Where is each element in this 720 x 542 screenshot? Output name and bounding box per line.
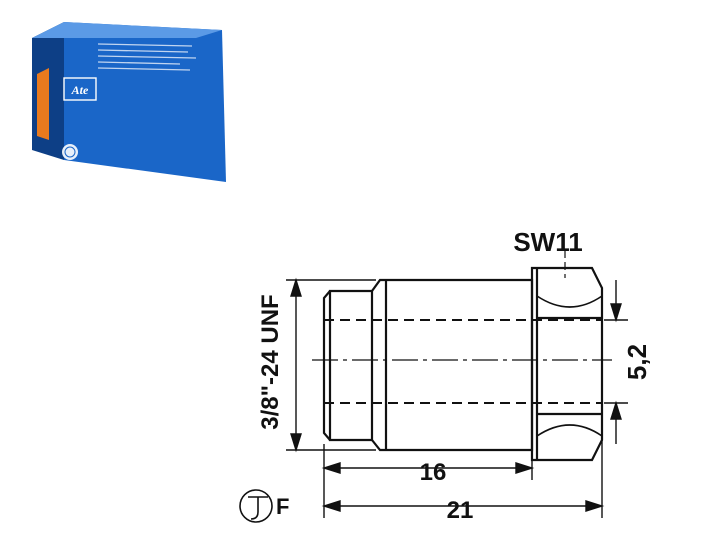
length-total-label: 21 [447,497,474,524]
threaded-body [371,278,534,452]
length-short-label: 16 [420,459,447,486]
product-box-image: Ate [32,22,226,182]
length-21-dimension [321,440,605,518]
box-brand-logo: Ate [71,83,89,97]
flare-seat-icon [239,489,273,523]
thread-dimension [286,277,376,453]
thread-size-label: 3/8"-24 UNF [257,294,284,429]
length-16-dimension [321,444,535,518]
wrench-size-label: SW11 [513,227,582,257]
pilot-section [322,289,374,442]
bore-dimension [604,280,628,444]
bore-diameter-label: 5,2 [622,344,652,380]
brake-fitting-drawing [312,250,612,462]
hex-head [530,266,604,462]
seat-type-label: F [276,494,289,519]
bore-hidden-lines [324,319,602,404]
